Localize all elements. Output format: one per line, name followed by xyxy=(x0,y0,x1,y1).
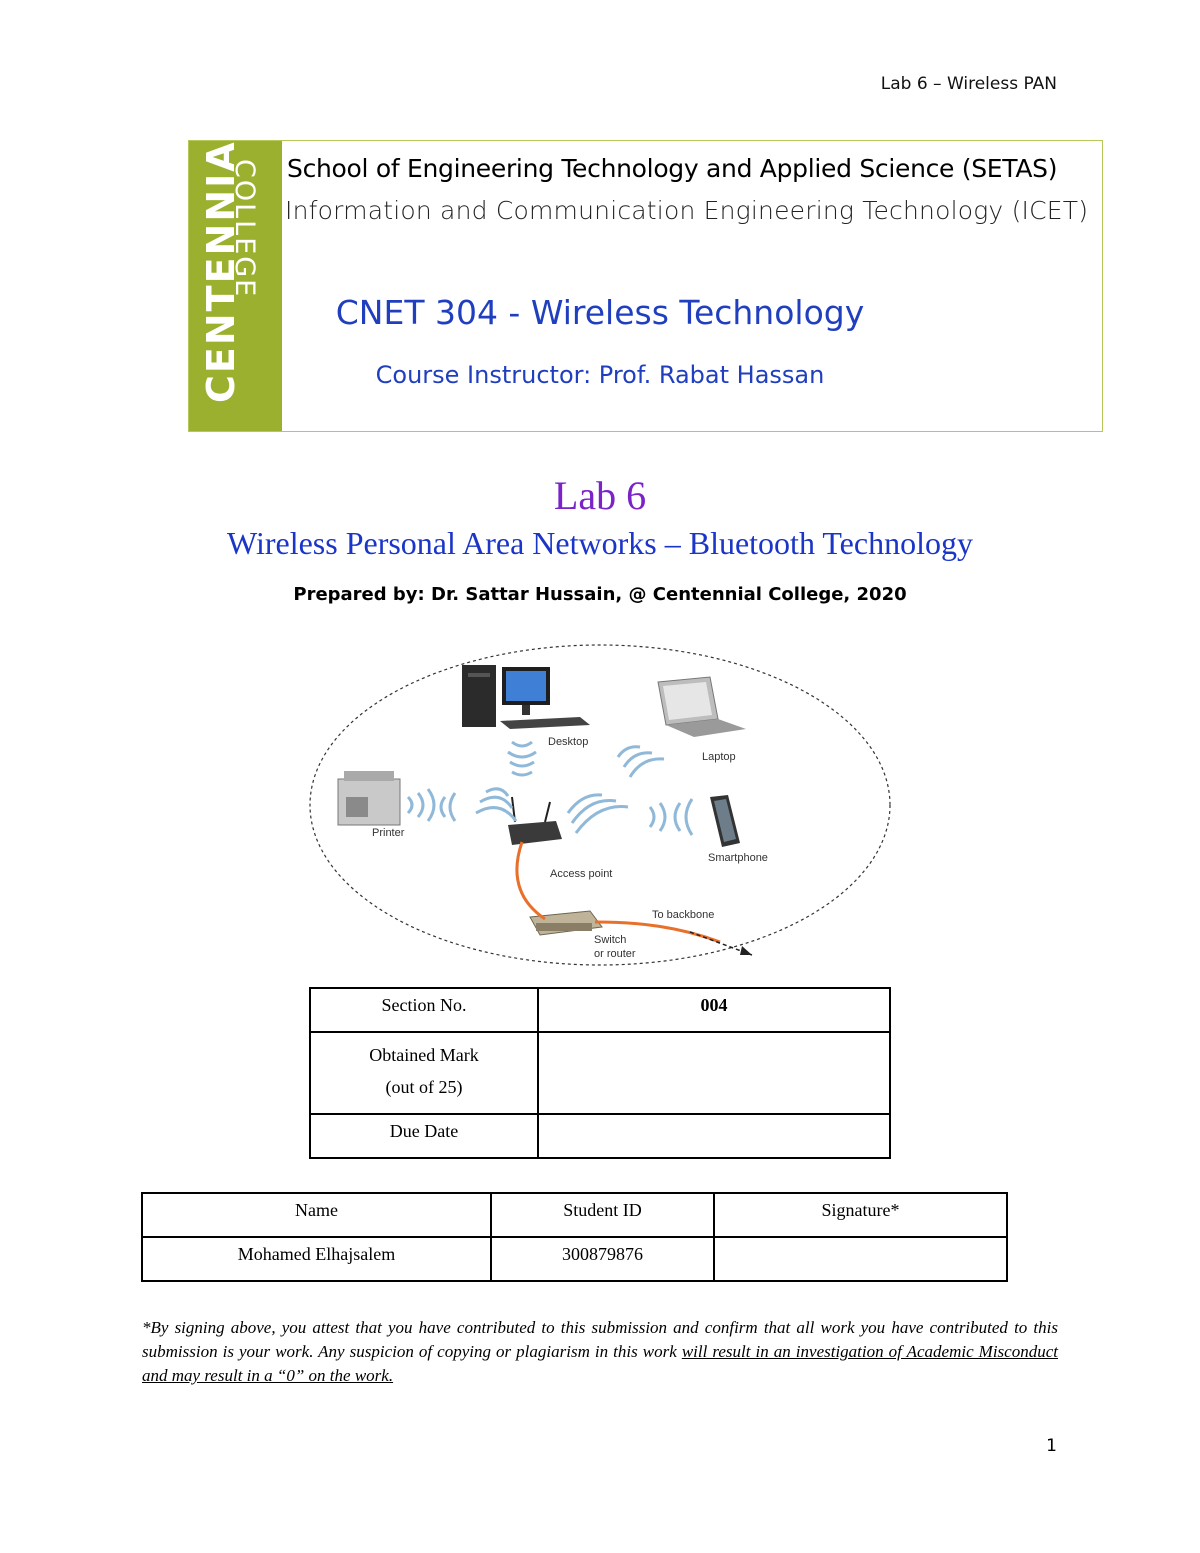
obtained-mark-label: Obtained Mark (out of 25) xyxy=(309,1031,539,1115)
due-date-value[interactable] xyxy=(537,1113,891,1159)
disclaimer-text: *By signing above, you attest that you h… xyxy=(142,1318,1058,1361)
smartphone-label: Smartphone xyxy=(708,852,768,864)
access-point-icon xyxy=(508,796,562,845)
due-date-label: Due Date xyxy=(309,1113,539,1159)
section-label: Section No. xyxy=(309,987,539,1033)
name-header: Name xyxy=(141,1192,492,1238)
wireless-signal-icon xyxy=(406,740,694,836)
table-row: Mohamed Elhajsalem 300879876 xyxy=(141,1236,1008,1282)
student-id-header: Student ID xyxy=(490,1192,715,1238)
table-row: Obtained Mark (out of 25) xyxy=(309,1031,891,1115)
college-banner: CENTENNIAL COLLEGE School of Engineering… xyxy=(188,140,1103,432)
college-logo: CENTENNIAL COLLEGE xyxy=(189,141,282,431)
disclaimer: *By signing above, you attest that you h… xyxy=(142,1316,1058,1388)
printer-icon xyxy=(337,771,401,826)
wireless-network-diagram: Desktop Laptop Printer Smartphone Access… xyxy=(309,644,891,966)
printer-label: Printer xyxy=(372,827,405,839)
logo-word-college: COLLEGE xyxy=(229,159,260,298)
disclaimer-warning: will result in an investigation of Acade… xyxy=(142,1342,1058,1385)
running-header: Lab 6 – Wireless PAN xyxy=(880,74,1057,94)
school-name: School of Engineering Technology and App… xyxy=(287,154,1058,183)
desktop-computer-icon xyxy=(462,665,590,729)
backbone-label: To backbone xyxy=(652,909,714,921)
department-name: Information and Communication Engineerin… xyxy=(285,196,1089,225)
logo-word-centennial: CENTENNIAL xyxy=(199,141,243,403)
course-title: CNET 304 - Wireless Technology xyxy=(335,293,865,332)
switch-label-line2: or router xyxy=(594,948,636,960)
student-signature[interactable] xyxy=(713,1236,1008,1282)
course-instructor: Course Instructor: Prof. Rabat Hassan xyxy=(375,361,825,389)
lab-subtitle: Wireless Personal Area Networks – Blueto… xyxy=(227,525,973,561)
table-row: Section No. 004 xyxy=(309,987,891,1033)
desktop-label: Desktop xyxy=(548,736,588,748)
table-row: Due Date xyxy=(309,1113,891,1159)
page-number: 1 xyxy=(1046,1436,1057,1456)
laptop-label: Laptop xyxy=(702,751,736,763)
prepared-by: Prepared by: Dr. Sattar Hussain, @ Cente… xyxy=(293,584,907,605)
student-name: Mohamed Elhajsalem xyxy=(141,1236,492,1282)
switch-router-icon xyxy=(529,910,603,936)
access-point-label: Access point xyxy=(550,868,612,880)
lab-title: Lab 6 xyxy=(553,473,647,518)
laptop-icon xyxy=(657,676,746,737)
switch-label-line1: Switch xyxy=(594,934,626,946)
student-table: Name Student ID Signature* Mohamed Elhaj… xyxy=(141,1192,1008,1282)
obtained-mark-line1: Obtained Mark xyxy=(369,1045,479,1065)
signature-header: Signature* xyxy=(713,1192,1008,1238)
smartphone-icon xyxy=(710,795,740,847)
obtained-mark-line2: (out of 25) xyxy=(385,1077,463,1097)
obtained-mark-value[interactable] xyxy=(537,1031,891,1115)
student-id: 300879876 xyxy=(490,1236,715,1282)
section-info-table: Section No. 004 Obtained Mark (out of 25… xyxy=(309,987,891,1159)
section-value: 004 xyxy=(537,987,891,1033)
table-header-row: Name Student ID Signature* xyxy=(141,1192,1008,1238)
